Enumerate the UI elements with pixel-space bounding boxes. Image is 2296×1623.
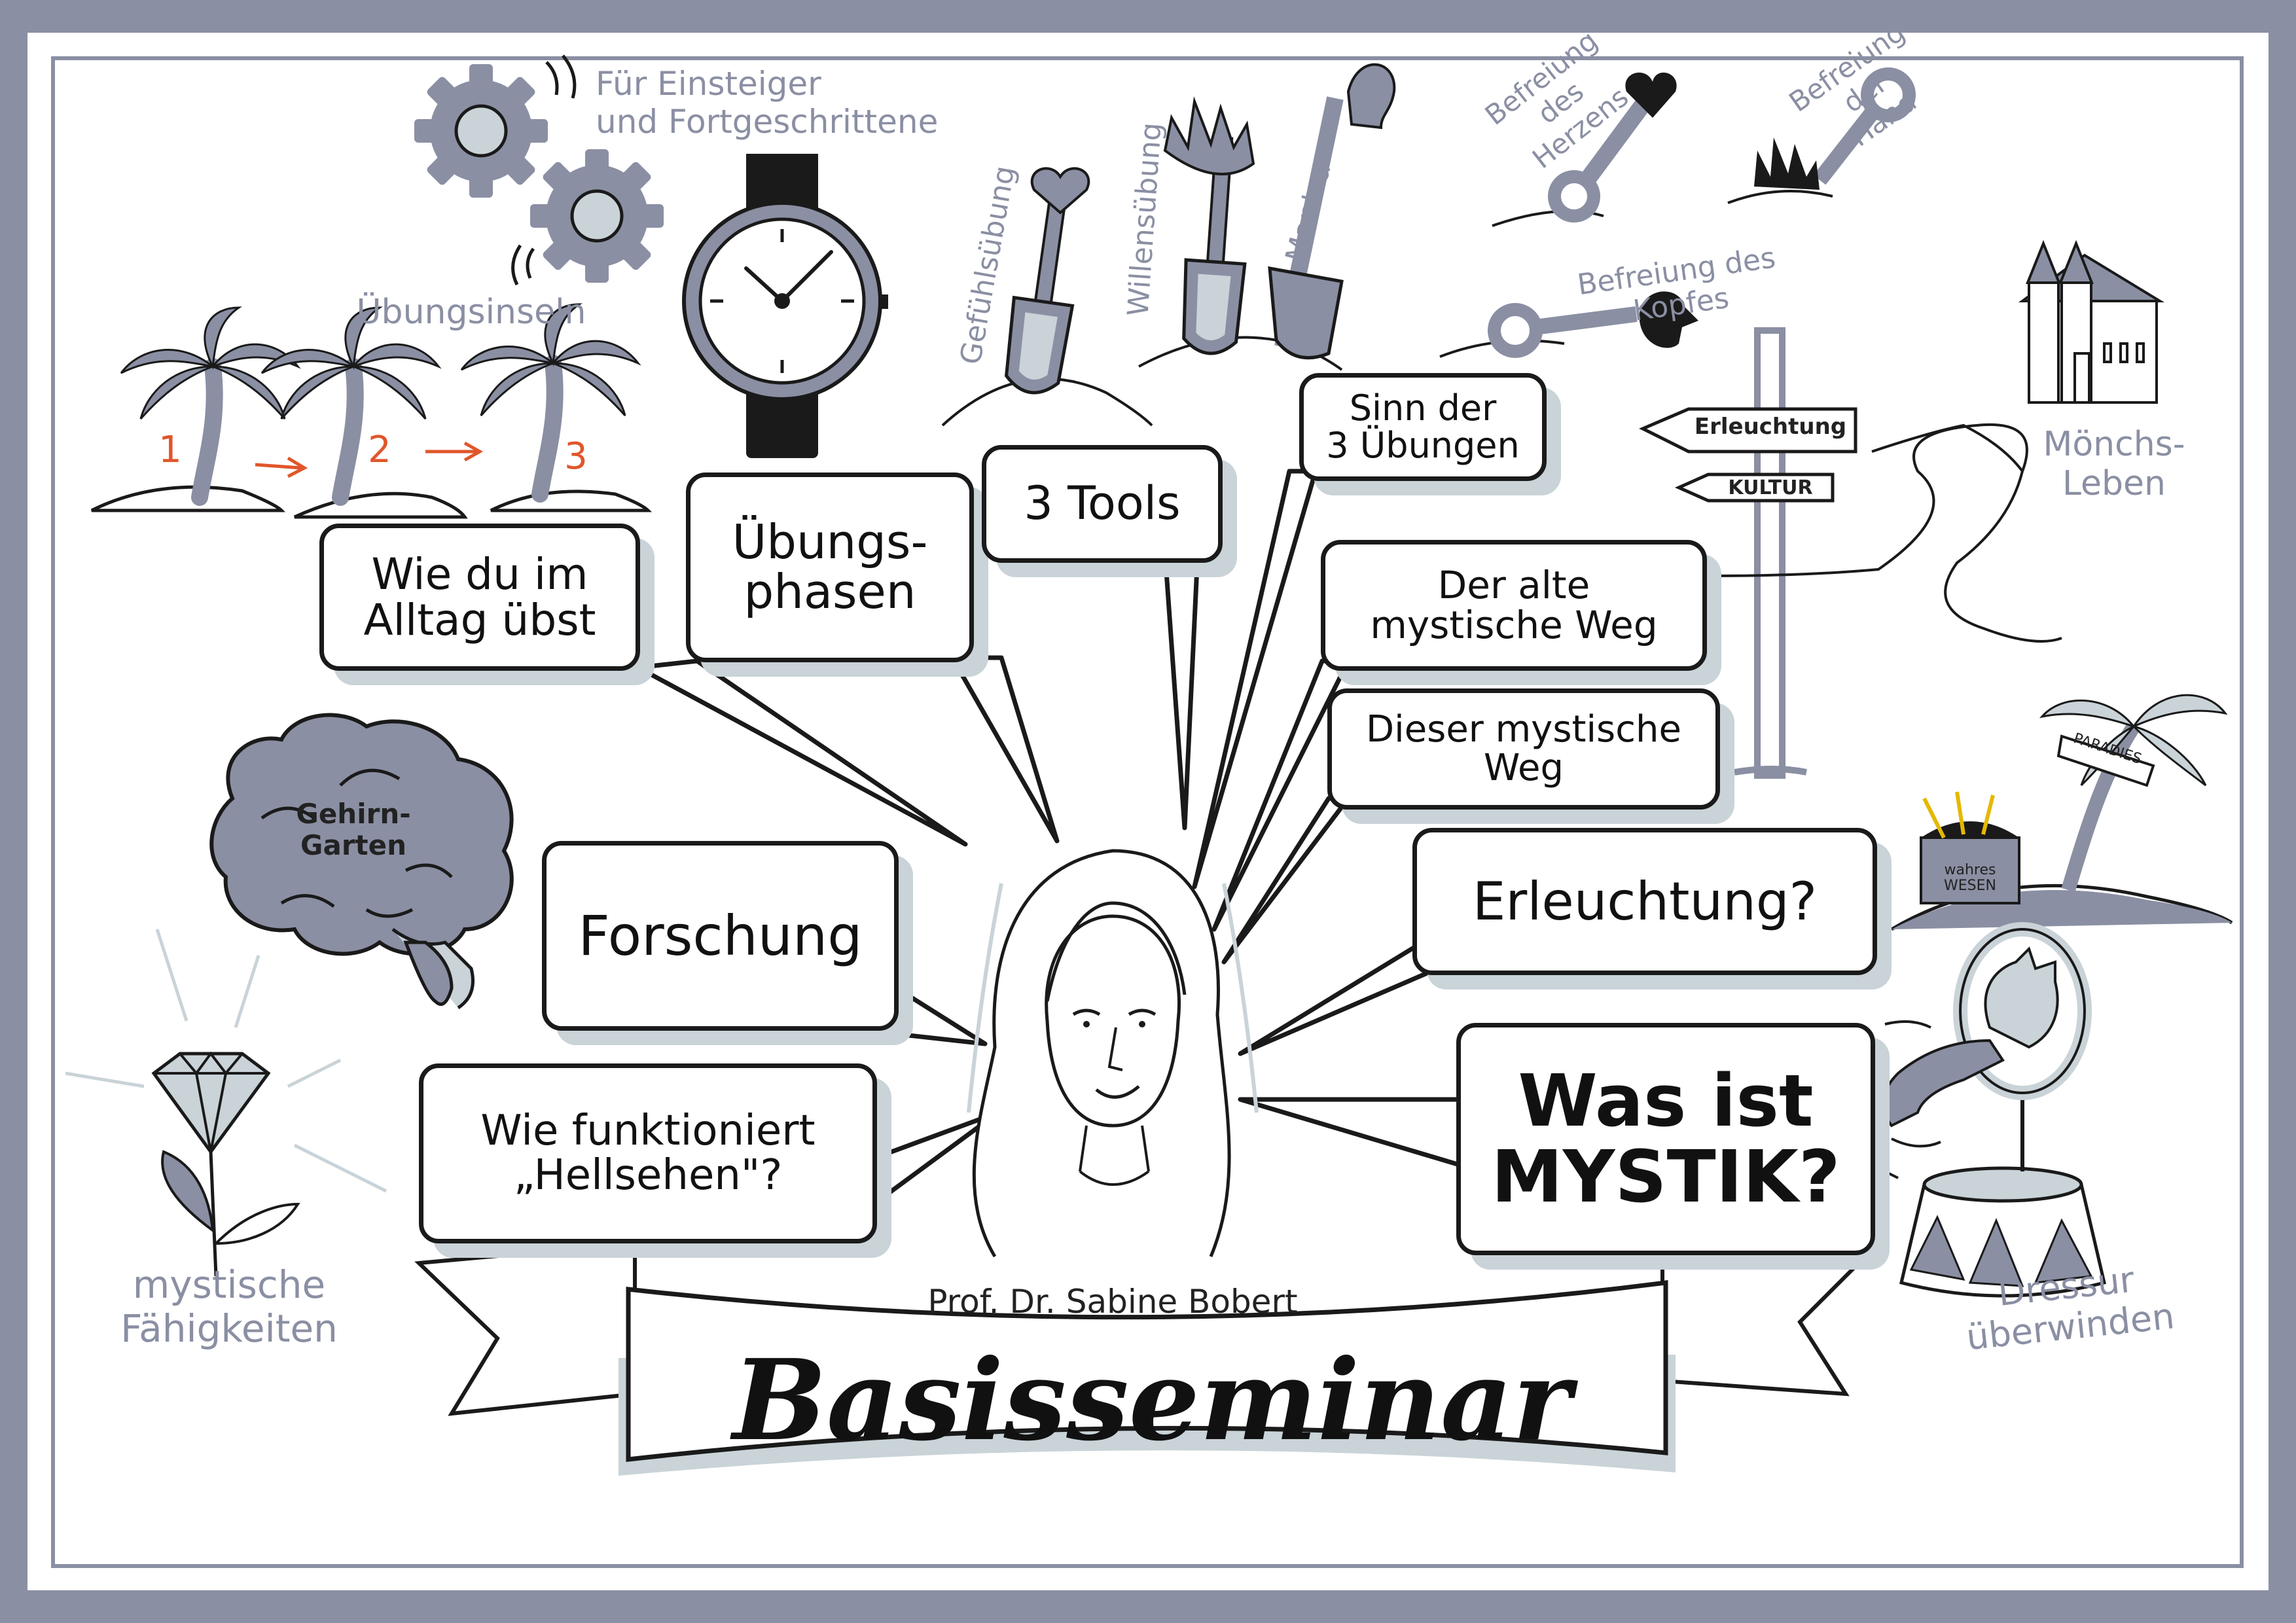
sign-erleuchtung: Erleuchtung: [1694, 414, 1847, 440]
bubble-alte-weg: Der alte mystische Weg: [1321, 540, 1707, 671]
brain-icon: [209, 713, 514, 1010]
bubble-mystik: Was ist MYSTIK?: [1456, 1023, 1875, 1255]
bubble-alltag: Wie du im Alltag übst: [319, 524, 640, 671]
brain-label-gehirn-garten: Gehirn- Garten: [296, 798, 411, 862]
portrait-icon: [967, 849, 1259, 1258]
bubble-pointers: [636, 469, 1462, 1207]
bubble-forschung: Forschung: [542, 841, 899, 1031]
key-hand-icon: [1727, 67, 1916, 204]
church-icon: [2018, 240, 2165, 404]
bubble-sinn: Sinn der 3 Übungen: [1299, 373, 1547, 481]
gears-icon: [414, 54, 664, 286]
sign-kultur: KULTUR: [1728, 476, 1813, 499]
inner-border: [51, 56, 2244, 1568]
label-moenchsleben: Mönchs- Leben: [2043, 425, 2185, 503]
chest-wahres-wesen: wahres WESEN: [1944, 862, 1996, 895]
island-number-1: 1: [158, 429, 182, 471]
watch-icon: [682, 154, 888, 458]
island-number-2: 2: [368, 429, 391, 471]
bubble-tools: 3 Tools: [982, 445, 1223, 563]
presenter-name: Prof. Dr. Sabine Bobert: [927, 1283, 1298, 1321]
diamond-flower-icon: [65, 929, 387, 1277]
label-einsteiger: Für Einsteiger und Fortgeschrittene: [596, 65, 939, 141]
bubble-erleuchtung: Erleuchtung?: [1412, 828, 1877, 975]
shovel-head-icon: [1268, 63, 1396, 360]
palm-island-icon: [90, 304, 653, 519]
bubble-uebungsphasen: Übungs- phasen: [686, 473, 974, 662]
page-title: Basisseminar: [732, 1335, 1571, 1466]
label-mystische-faehigkeiten: mystische Fähigkeiten: [120, 1262, 338, 1351]
shovel-hand-icon: [1138, 96, 1343, 371]
bubble-hellsehen: Wie funktioniert „Hellsehen"?: [419, 1063, 877, 1243]
cat-hoop-icon: [1871, 922, 2106, 1298]
treasure-island-icon: [1890, 694, 2233, 931]
key-head-icon: [1439, 291, 1698, 358]
island-number-3: 3: [564, 435, 588, 478]
label-uebungsinseln: Übungsinseln: [356, 293, 586, 332]
shovel-heart-icon: [941, 167, 1153, 427]
bubble-dieser-weg: Dieser mystische Weg: [1327, 688, 1720, 810]
title-banner: [414, 1228, 1883, 1476]
signpost-icon: [1639, 327, 2062, 779]
key-heart-icon: [1492, 72, 1677, 227]
